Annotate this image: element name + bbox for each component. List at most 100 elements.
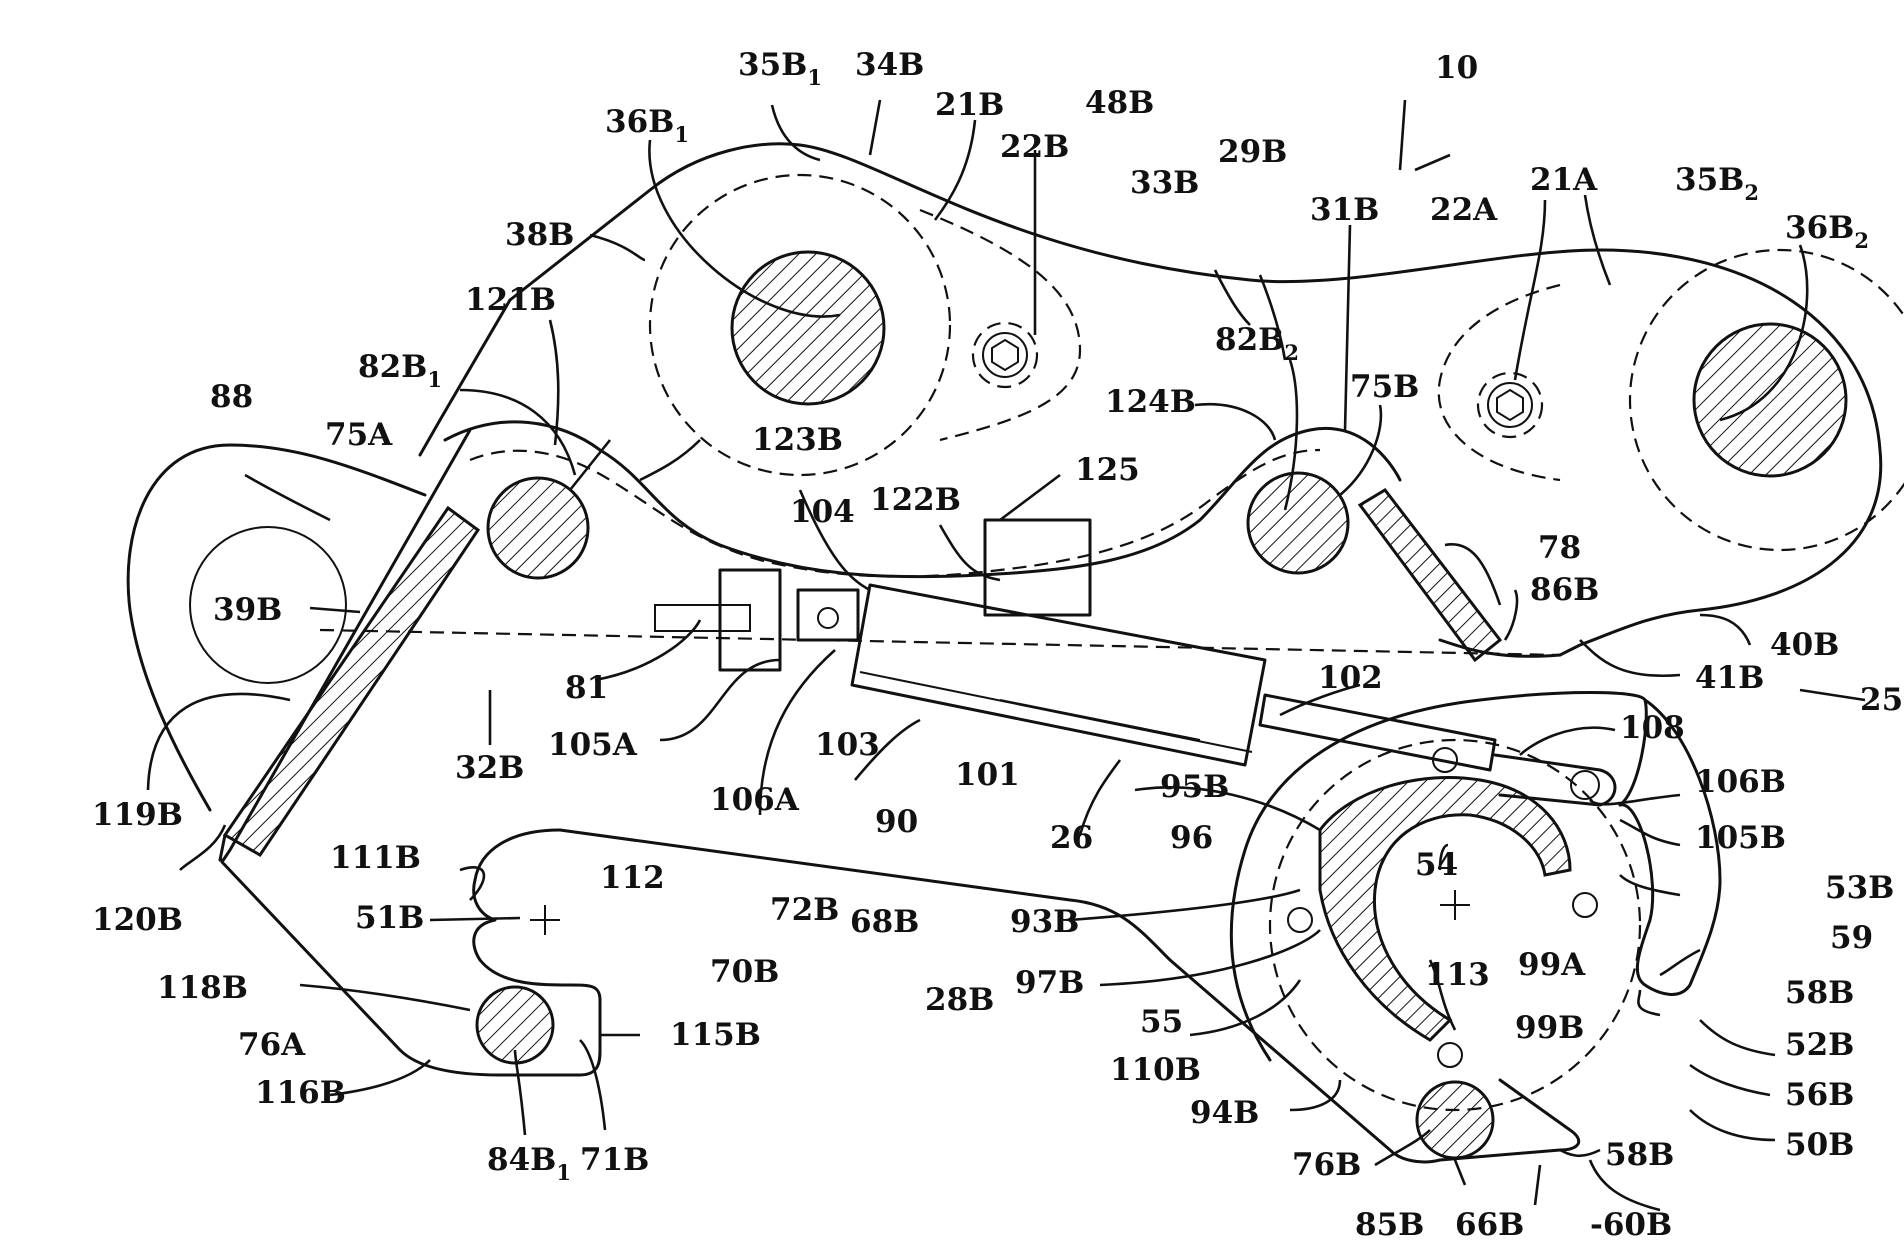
label-121b: 121B [465,282,556,318]
label-38b: 38B [505,217,574,253]
label-58b-bottom: 58B [1605,1137,1674,1173]
label-119b: 119B [92,797,183,833]
cylinder-90 [655,520,1615,805]
label-58b-top: 58B [1785,975,1854,1011]
label-104: 104 [790,494,855,530]
label-85b: 85B [1355,1207,1424,1243]
label-31b: 31B [1310,192,1379,228]
label-36b1: 36B1 [605,104,689,147]
dashed-line-32b [320,630,1560,655]
label-82b1: 82B1 [358,349,442,392]
label-76a: 76A [238,1027,306,1063]
label-52b: 52B [1785,1027,1854,1063]
label-33b: 33B [1130,165,1199,201]
label-81: 81 [565,670,608,706]
label-35b2: 35B2 [1675,162,1759,205]
jaw-78 [1360,490,1500,660]
label-28b: 28B [925,982,994,1018]
label-25: 25 [1860,682,1903,718]
label-82b2-sub: 2 [1284,340,1299,365]
label-35b1: 35B1 [738,47,822,90]
label-48b: 48B [1085,85,1154,121]
label-90: 90 [875,804,918,840]
label-96: 96 [1170,820,1213,856]
label-54: 54 [1415,847,1458,883]
label-116b: 116B [255,1075,346,1111]
label-84b1: 84B1 [487,1142,571,1185]
label-93b: 93B [1010,904,1079,940]
label-75a: 75A [325,417,393,453]
label-34b: 34B [855,47,924,83]
nut-22a [1478,373,1542,437]
label-82b1-sub: 1 [427,367,442,392]
label-36b2-main: 36B [1785,210,1854,246]
label-35b2-sub: 2 [1744,180,1759,205]
label-60b: -60B [1590,1207,1672,1243]
label-99b: 99B [1515,1010,1584,1046]
label-36b2: 36B2 [1785,210,1869,253]
label-36b1-main: 36B [605,104,674,140]
label-101: 101 [955,757,1020,793]
pin-82b2 [1248,473,1348,573]
label-94b: 94B [1190,1095,1259,1131]
label-120b: 120B [92,902,183,938]
label-21a: 21A [1530,162,1598,198]
label-40b: 40B [1770,627,1839,663]
label-35b1-sub: 1 [807,65,822,90]
label-66b: 66B [1455,1207,1524,1243]
label-122b: 122B [870,482,961,518]
label-118b: 118B [157,970,248,1006]
label-59: 59 [1830,920,1873,956]
label-124b: 124B [1105,384,1196,420]
label-55: 55 [1140,1004,1183,1040]
jaw-75a [225,508,478,855]
label-82b2: 82B2 [1215,322,1299,365]
label-113: 113 [1425,957,1490,993]
label-97b: 97B [1015,965,1084,1001]
pin-82b1 [488,478,588,578]
label-35b2-main: 35B [1675,162,1744,198]
label-112: 112 [600,860,665,896]
label-32b: 32B [455,750,524,786]
label-76b: 76B [1292,1147,1361,1183]
label-50b: 50B [1785,1127,1854,1163]
label-84b1-main: 84B [487,1142,556,1178]
label-110b: 110B [1110,1052,1201,1088]
label-75b: 75B [1350,369,1419,405]
label-105a: 105A [548,727,638,763]
label-26: 26 [1050,820,1093,856]
label-29b: 29B [1218,134,1287,170]
label-84b1-sub: 1 [556,1160,571,1185]
label-22b: 22B [1000,129,1069,165]
label-99a: 99A [1518,947,1586,983]
label-68b: 68B [850,904,919,940]
label-51b: 51B [355,900,424,936]
label-72b: 72B [770,892,839,928]
label-41b: 41B [1695,660,1764,696]
label-56b: 56B [1785,1077,1854,1113]
label-106b: 106B [1695,764,1786,800]
label-36b2-sub: 2 [1854,228,1869,253]
label-36b1-sub: 1 [674,122,689,147]
label-35b1-main: 35B [738,47,807,83]
label-88: 88 [210,379,253,415]
leader-lines [148,100,1865,1210]
label-123b: 123B [752,422,843,458]
label-103: 103 [815,727,880,763]
label-78: 78 [1538,530,1581,566]
label-82b1-main: 82B [358,349,427,385]
label-102: 102 [1318,660,1383,696]
label-115b: 115B [670,1017,761,1053]
figure-number: 10 [1435,50,1478,86]
hook-50b [1231,693,1720,1111]
label-111b: 111B [330,840,421,876]
label-106a: 106A [710,782,800,818]
label-53b: 53B [1825,870,1894,906]
label-95b: 95B [1160,769,1229,805]
pin-85b [1417,1082,1493,1158]
nut-22b [973,323,1037,387]
label-105b: 105B [1695,820,1786,856]
label-21b: 21B [935,87,1004,123]
label-108: 108 [1620,710,1685,746]
